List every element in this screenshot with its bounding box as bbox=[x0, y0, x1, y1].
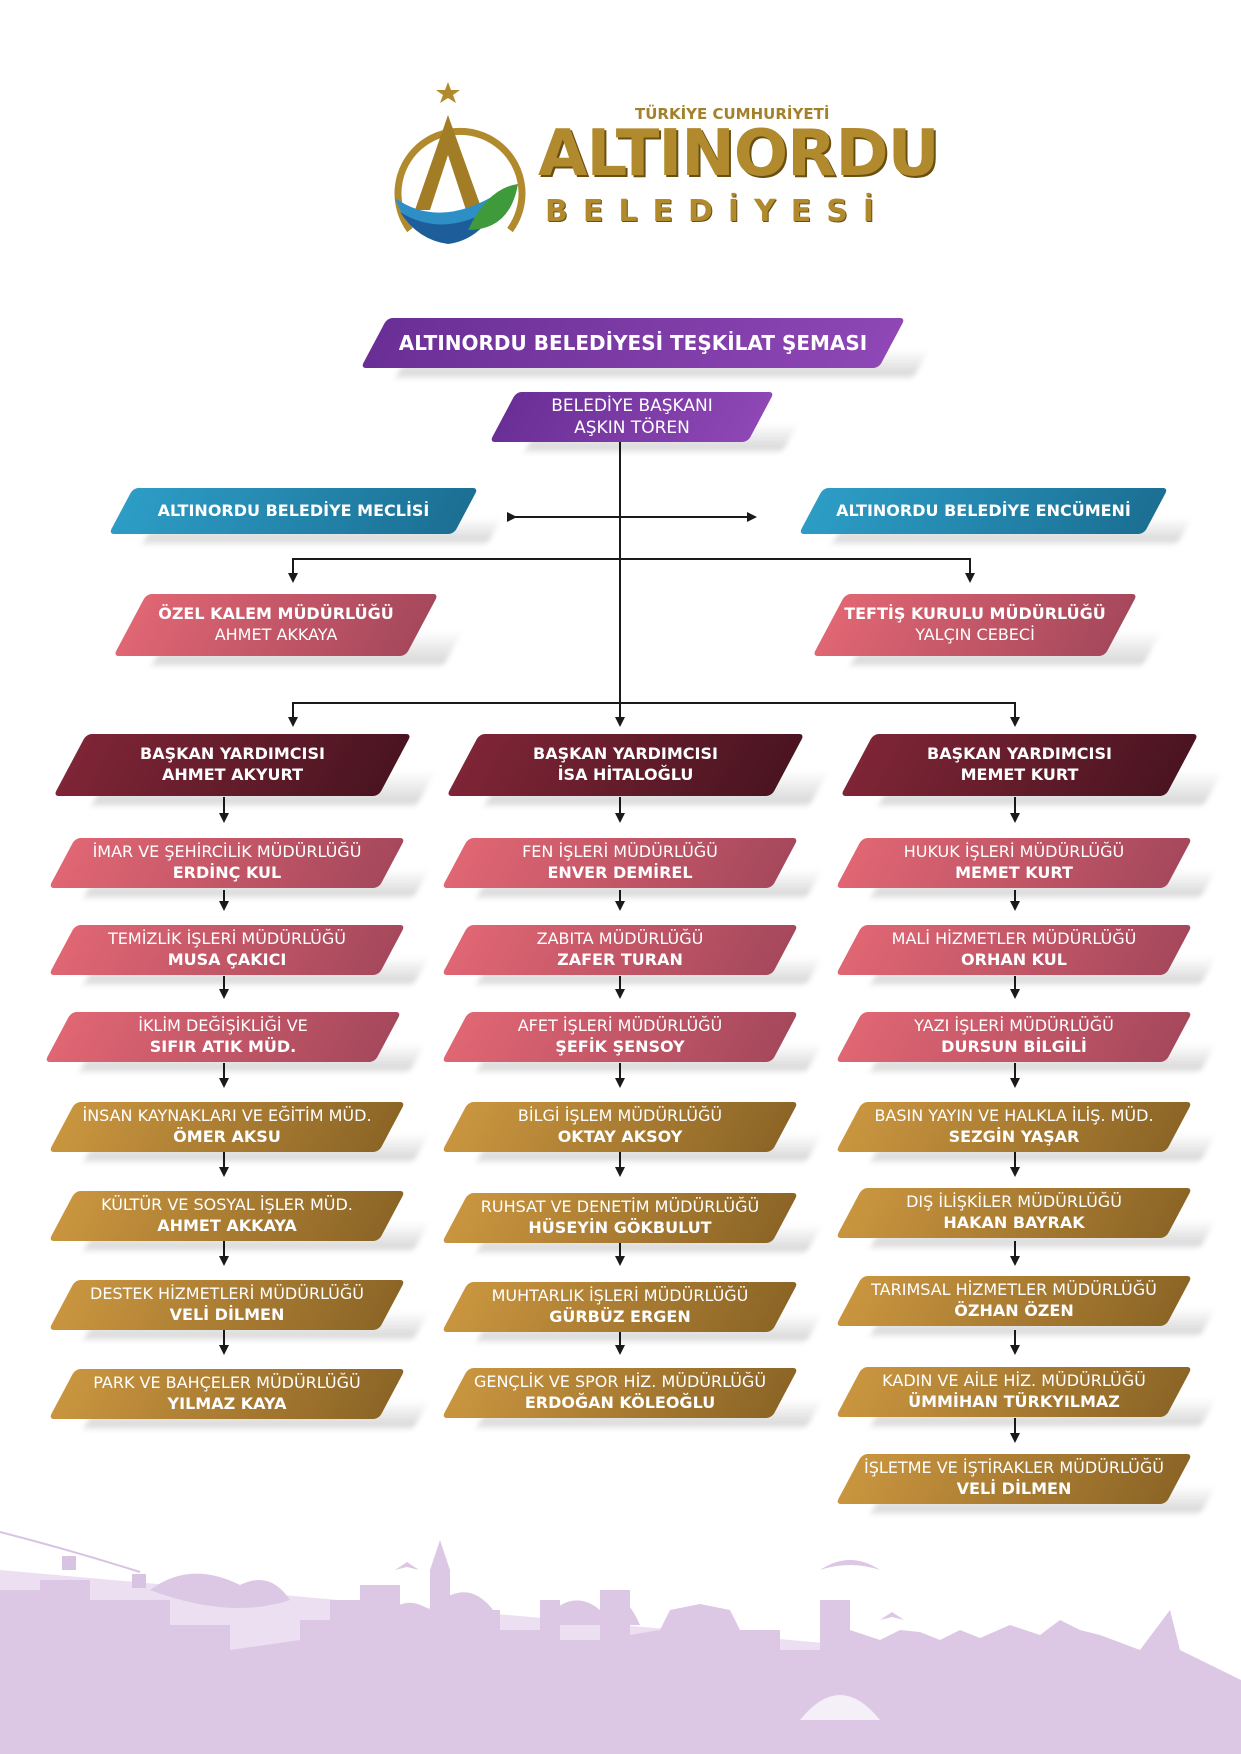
unit-head: ÖZHAN ÖZEN bbox=[954, 1301, 1074, 1320]
unit-name: DESTEK HİZMETLERİ MÜDÜRLÜĞÜ bbox=[90, 1284, 364, 1304]
unit-box-1-4: İNSAN KAYNAKLARI VE EĞİTİM MÜD.ÖMER AKSU bbox=[48, 1102, 441, 1161]
private-office-box: ÖZEL KALEM MÜDÜRLÜĞÜ AHMET AKKAYA bbox=[113, 594, 477, 665]
unit-name: DIŞ İLİŞKİLER MÜDÜRLÜĞÜ bbox=[906, 1192, 1122, 1212]
unit-name: İŞLETME VE İŞTİRAKLER MÜDÜRLÜĞÜ bbox=[864, 1458, 1164, 1478]
unit-box-3-4: BASIN YAYIN VE HALKLA İLİŞ. MÜD.SEZGİN Y… bbox=[835, 1102, 1228, 1161]
unit-name: PARK VE BAHÇELER MÜDÜRLÜĞÜ bbox=[93, 1373, 361, 1393]
deputy-name: AHMET AKYURT bbox=[162, 765, 303, 784]
municipality-logo: TÜRKİYE CUMHURİYETİ ALTINORDU BELEDİYESİ bbox=[370, 80, 940, 250]
unit-box-1-5: KÜLTÜR VE SOSYAL İŞLER MÜD.AHMET AKKAYA bbox=[48, 1191, 441, 1250]
unit-name: BİLGİ İŞLEM MÜDÜRLÜĞÜ bbox=[517, 1106, 723, 1126]
unit-head: ORHAN KUL bbox=[961, 950, 1067, 969]
unit-name: YAZI İŞLERİ MÜDÜRLÜĞÜ bbox=[914, 1016, 1114, 1036]
unit-head: VELİ DİLMEN bbox=[169, 1305, 285, 1324]
unit-name: GENÇLİK VE SPOR HİZ. MÜDÜRLÜĞÜ bbox=[473, 1372, 767, 1392]
chart-title: ALTINORDU BELEDİYESİ TEŞKİLAT ŞEMASI bbox=[398, 331, 868, 355]
inspection-name: TEFTİŞ KURULU MÜDÜRLÜĞÜ bbox=[844, 604, 1106, 624]
private-office-name: ÖZEL KALEM MÜDÜRLÜĞÜ bbox=[158, 604, 394, 624]
unit-head: SEZGİN YAŞAR bbox=[948, 1127, 1080, 1146]
private-office-head: AHMET AKKAYA bbox=[214, 625, 338, 644]
chart-title-box: ALTINORDU BELEDİYESİ TEŞKİLAT ŞEMASI bbox=[360, 318, 941, 377]
inspection-head: YALÇIN CEBECİ bbox=[915, 625, 1035, 644]
committee-label: ALTINORDU BELEDİYE ENCÜMENİ bbox=[836, 500, 1131, 520]
unit-head: ÜMMİHAN TÜRKYILMAZ bbox=[908, 1392, 1120, 1411]
unit-head: ERDİNÇ KUL bbox=[172, 863, 282, 882]
unit-name: BASIN YAYIN VE HALKLA İLİŞ. MÜD. bbox=[874, 1106, 1154, 1126]
unit-name: RUHSAT VE DENETİM MÜDÜRLÜĞÜ bbox=[480, 1197, 760, 1217]
unit-name: HUKUK İŞLERİ MÜDÜRLÜĞÜ bbox=[903, 842, 1125, 862]
unit-name: İMAR VE ŞEHİRCİLİK MÜDÜRLÜĞÜ bbox=[92, 842, 362, 862]
mayor-name: AŞKIN TÖREN bbox=[574, 418, 690, 438]
deputy-box-1: BAŞKAN YARDIMCISI AHMET AKYURT bbox=[53, 734, 450, 805]
unit-head: MUSA ÇAKICI bbox=[167, 950, 287, 969]
unit-head: ÖMER AKSU bbox=[173, 1127, 281, 1146]
unit-name: MUHTARLIK İŞLERİ MÜDÜRLÜĞÜ bbox=[491, 1286, 749, 1306]
unit-head: MEMET KURT bbox=[955, 863, 1073, 882]
logo-main-text: ALTINORDU bbox=[538, 117, 940, 191]
logo-emblem-icon bbox=[394, 82, 526, 244]
unit-name: İNSAN KAYNAKLARI VE EĞİTİM MÜD. bbox=[82, 1106, 372, 1126]
unit-name: ZABITA MÜDÜRLÜĞÜ bbox=[536, 929, 704, 949]
unit-name: İKLİM DEĞİŞİKLİĞİ VE bbox=[138, 1016, 308, 1036]
city-skyline-illustration bbox=[0, 1531, 1241, 1754]
unit-head: ERDOĞAN KÖLEOĞLU bbox=[524, 1393, 716, 1412]
unit-name: FEN İŞLERİ MÜDÜRLÜĞÜ bbox=[522, 842, 718, 862]
unit-name: AFET İŞLERİ MÜDÜRLÜĞÜ bbox=[517, 1016, 723, 1036]
deputy-role: BAŞKAN YARDIMCISI bbox=[140, 744, 325, 764]
deputy-box-2: BAŞKAN YARDIMCISI İSA HİTALOĞLU bbox=[446, 734, 843, 805]
unit-head: HAKAN BAYRAK bbox=[943, 1213, 1085, 1232]
unit-head: AHMET AKKAYA bbox=[157, 1216, 297, 1235]
unit-head: YILMAZ KAYA bbox=[167, 1394, 287, 1413]
deputy-role: BAŞKAN YARDIMCISI bbox=[927, 744, 1112, 764]
unit-head: VELİ DİLMEN bbox=[956, 1479, 1072, 1498]
logo-top-text: TÜRKİYE CUMHURİYETİ bbox=[635, 105, 830, 123]
deputy-name: MEMET KURT bbox=[960, 765, 1079, 784]
inspection-box: TEFTİŞ KURULU MÜDÜRLÜĞÜ YALÇIN CEBECİ bbox=[812, 594, 1176, 665]
unit-head: SIFIR ATIK MÜD. bbox=[149, 1037, 297, 1056]
unit-head: DURSUN BİLGİLİ bbox=[941, 1037, 1087, 1056]
unit-name: MALİ HİZMETLER MÜDÜRLÜĞÜ bbox=[891, 929, 1137, 949]
unit-name: KÜLTÜR VE SOSYAL İŞLER MÜD. bbox=[101, 1195, 353, 1215]
deputy-role: BAŞKAN YARDIMCISI bbox=[533, 744, 718, 764]
unit-head: HÜSEYİN GÖKBULUT bbox=[528, 1218, 712, 1237]
unit-name: TEMİZLİK İŞLERİ MÜDÜRLÜĞÜ bbox=[108, 929, 346, 949]
council-label: ALTINORDU BELEDİYE MECLİSİ bbox=[157, 500, 430, 520]
committee-box: ALTINORDU BELEDİYE ENCÜMENİ bbox=[798, 488, 1203, 543]
unit-head: ŞEFİK ŞENSOY bbox=[555, 1037, 685, 1056]
mayor-role: BELEDİYE BAŞKANI bbox=[551, 395, 713, 416]
mayor-box: BELEDİYE BAŞKANI AŞKIN TÖREN bbox=[489, 392, 810, 451]
deputy-box-3: BAŞKAN YARDIMCISI MEMET KURT bbox=[840, 734, 1237, 805]
logo-sub-text: BELEDİYESİ bbox=[545, 194, 890, 229]
unit-name: KADIN VE AİLE HİZ. MÜDÜRLÜĞÜ bbox=[882, 1371, 1146, 1391]
deputy-name: İSA HİTALOĞLU bbox=[557, 765, 694, 784]
council-box: ALTINORDU BELEDİYE MECLİSİ bbox=[108, 488, 513, 543]
unit-name: TARIMSAL HİZMETLER MÜDÜRLÜĞÜ bbox=[871, 1280, 1157, 1300]
unit-head: OKTAY AKSOY bbox=[557, 1127, 683, 1146]
unit-head: ZAFER TURAN bbox=[557, 950, 683, 969]
unit-head: GÜRBÜZ ERGEN bbox=[549, 1307, 691, 1326]
unit-head: ENVER DEMİREL bbox=[547, 863, 693, 882]
